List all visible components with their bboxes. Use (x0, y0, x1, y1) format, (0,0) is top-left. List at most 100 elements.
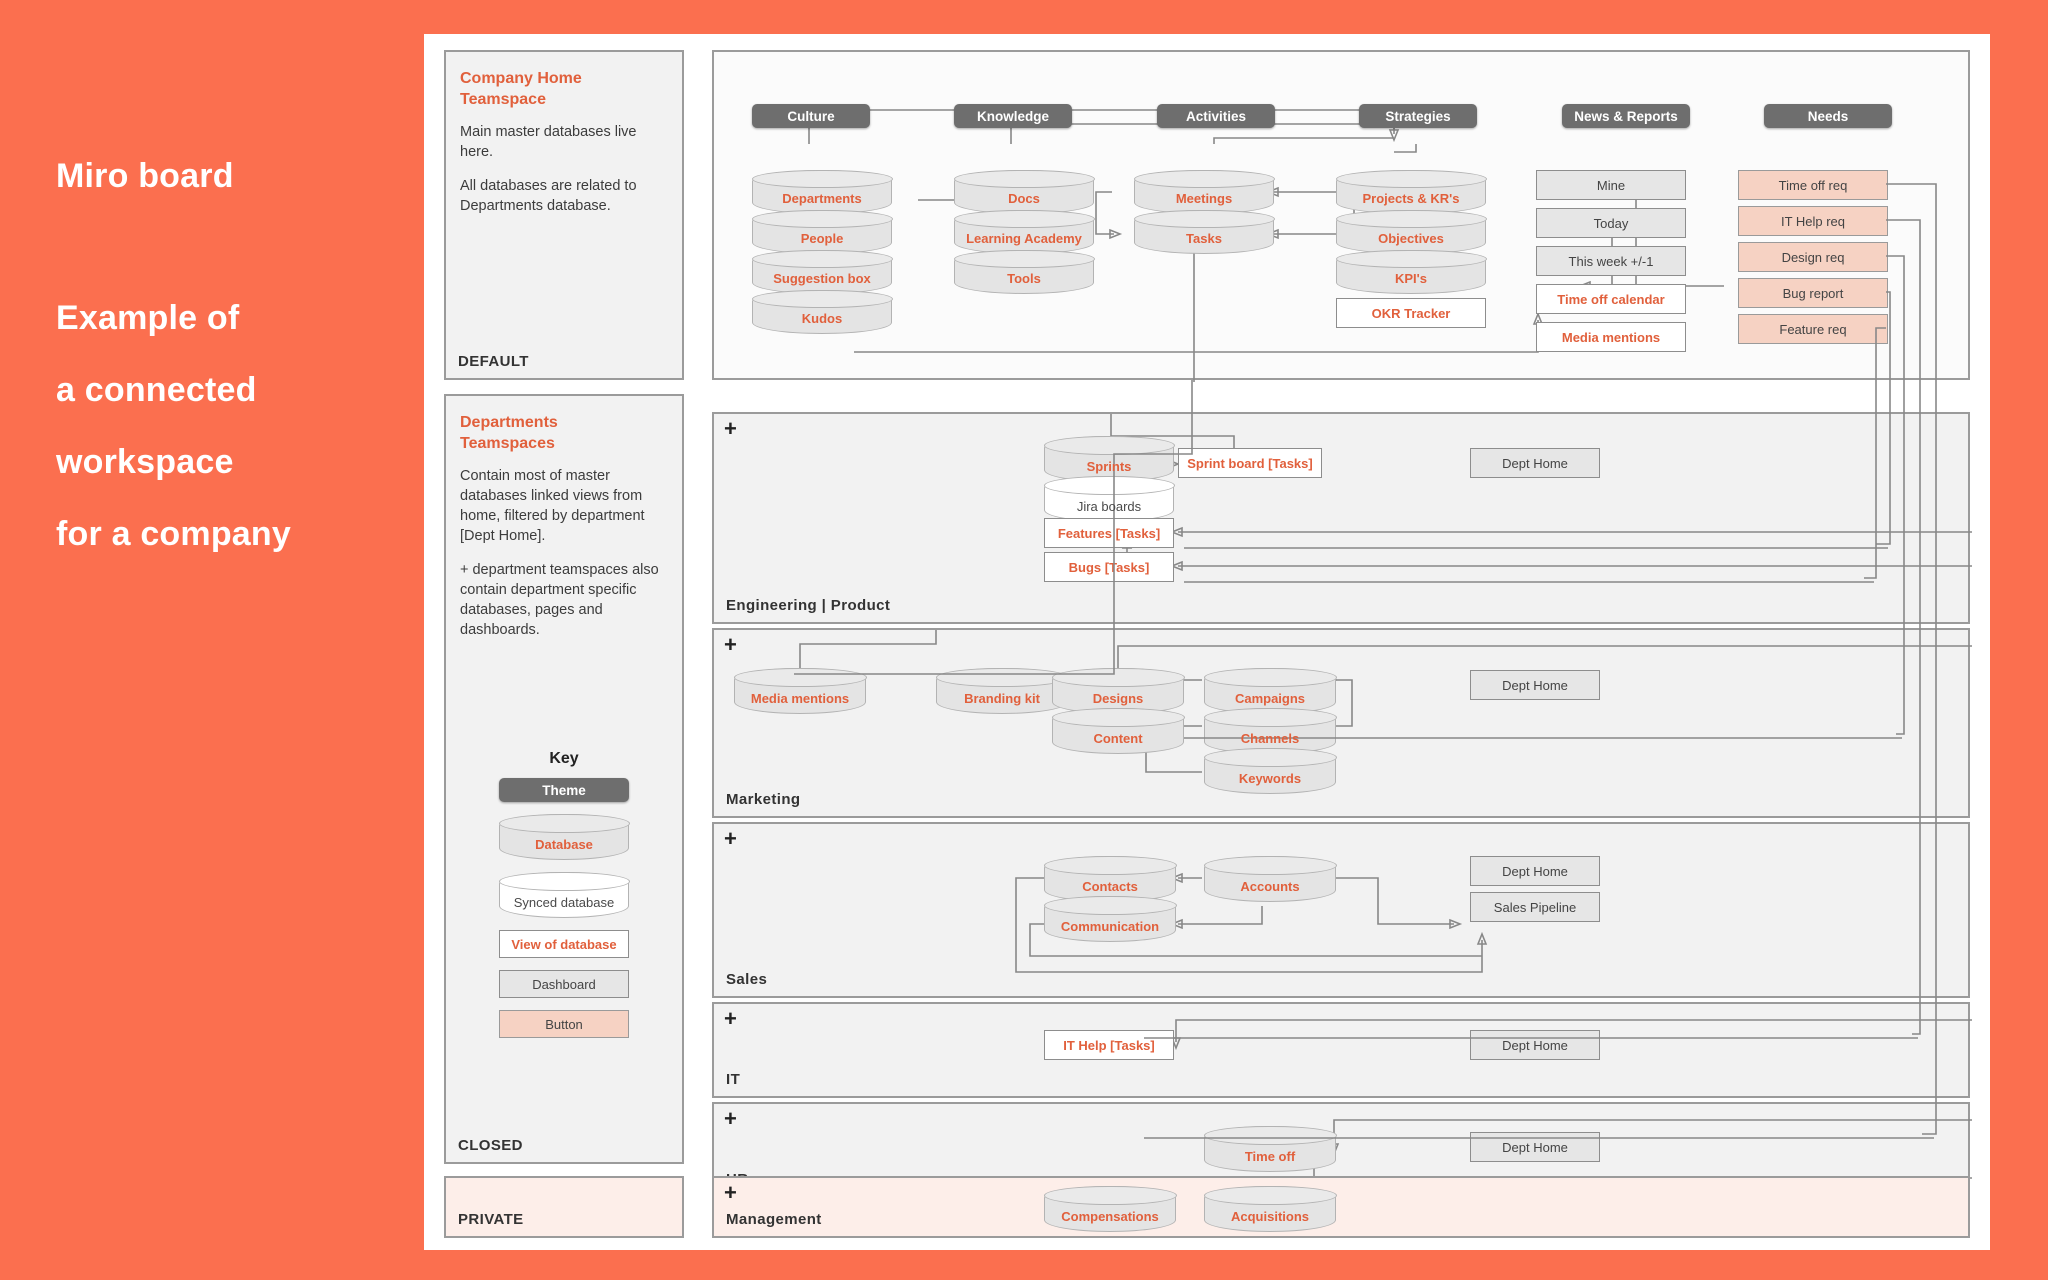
intro-line-2: Example of (56, 299, 240, 337)
dashboard-dept-home-engineering[interactable]: Dept Home (1470, 448, 1600, 478)
dashboard-dept-home-hr[interactable]: Dept Home (1470, 1132, 1600, 1162)
lane-it: + IT IT Help [Tasks] Dept Home (712, 1002, 1972, 1098)
dashboard-today[interactable]: Today (1536, 208, 1686, 238)
db-kpis[interactable]: KPI's (1335, 249, 1487, 294)
db-communication[interactable]: Communication (1043, 895, 1177, 942)
db-time-off[interactable]: Time off (1203, 1125, 1337, 1172)
key-dashboard-swatch: Dashboard (499, 970, 629, 998)
db-objectives[interactable]: Objectives (1335, 209, 1487, 254)
lane-plus-sales[interactable]: + (724, 826, 737, 851)
button-it-help-req[interactable]: IT Help req (1738, 206, 1888, 236)
company-home-board: Culture Knowledge Activities Strategies … (712, 50, 1970, 382)
private-footer: PRIVATE (458, 1211, 524, 1228)
key-synced-database-swatch: Synced database (498, 871, 630, 918)
departments-footer: CLOSED (458, 1137, 523, 1154)
db-meetings[interactable]: Meetings (1133, 169, 1275, 214)
intro-line-5: for a company (56, 515, 291, 553)
view-time-off-calendar[interactable]: Time off calendar (1536, 284, 1686, 314)
key-button-swatch: Button (499, 1010, 629, 1038)
lane-label-engineering: Engineering | Product (726, 597, 891, 614)
db-jira-boards[interactable]: Jira boards (1043, 475, 1175, 522)
view-it-help-tasks[interactable]: IT Help [Tasks] (1044, 1030, 1174, 1060)
view-bugs-tasks[interactable]: Bugs [Tasks] (1044, 552, 1174, 582)
db-tasks[interactable]: Tasks (1133, 209, 1275, 254)
key-theme-swatch: Theme (499, 778, 629, 802)
db-docs[interactable]: Docs (953, 169, 1095, 214)
lane-plus-hr[interactable]: + (724, 1106, 737, 1131)
lane-sales: + Sales Contacts Communication Accounts … (712, 822, 1970, 998)
db-acquisitions[interactable]: Acquisitions (1203, 1185, 1337, 1232)
theme-knowledge[interactable]: Knowledge (954, 104, 1072, 128)
db-channels[interactable]: Channels (1203, 707, 1337, 754)
lane-plus-marketing[interactable]: + (724, 632, 737, 657)
key-row-view: View of database (460, 930, 668, 958)
key-row-dashboard: Dashboard (460, 970, 668, 998)
db-tools[interactable]: Tools (953, 249, 1095, 294)
view-features-tasks[interactable]: Features [Tasks] (1044, 518, 1174, 548)
db-accounts[interactable]: Accounts (1203, 855, 1337, 902)
theme-culture[interactable]: Culture (752, 104, 870, 128)
theme-needs[interactable]: Needs (1764, 104, 1892, 128)
dashboard-sales-pipeline[interactable]: Sales Pipeline (1470, 892, 1600, 922)
sales-wires (1015, 872, 1488, 973)
lane-label-marketing: Marketing (726, 791, 801, 808)
db-departments[interactable]: Departments (751, 169, 893, 214)
db-compensations[interactable]: Compensations (1043, 1185, 1177, 1232)
key-row-synced: Synced database (460, 871, 668, 918)
db-learning-academy[interactable]: Learning Academy (953, 209, 1095, 254)
db-projects-krs[interactable]: Projects & KR's (1335, 169, 1487, 214)
key-view-of-database-swatch: View of database (499, 930, 629, 958)
private-card[interactable]: PRIVATE (444, 1176, 684, 1238)
key-row-database: Database (460, 813, 668, 860)
departments-p1: Contain most of master databases linked … (460, 468, 645, 544)
key-row-button: Button (460, 1010, 668, 1038)
button-design-req[interactable]: Design req (1738, 242, 1888, 272)
button-bug-report[interactable]: Bug report (1738, 278, 1888, 308)
view-okr-tracker[interactable]: OKR Tracker (1336, 298, 1486, 328)
db-contacts[interactable]: Contacts (1043, 855, 1177, 902)
intro-line-3: a connected (56, 371, 257, 409)
dashboard-dept-home-marketing[interactable]: Dept Home (1470, 670, 1600, 700)
lane-label-it: IT (726, 1071, 741, 1088)
db-people[interactable]: People (751, 209, 893, 254)
key-title: Key (549, 750, 579, 767)
theme-strategies[interactable]: Strategies (1359, 104, 1477, 128)
theme-activities[interactable]: Activities (1157, 104, 1275, 128)
dashboard-this-week[interactable]: This week +/-1 (1536, 246, 1686, 276)
view-media-mentions[interactable]: Media mentions (1536, 322, 1686, 352)
db-branding-kit[interactable]: Branding kit (935, 667, 1069, 714)
engineering-wires (1110, 414, 1972, 572)
db-content[interactable]: Content (1051, 707, 1185, 754)
lane-label-management: Management (726, 1211, 822, 1228)
button-feature-req[interactable]: Feature req (1738, 314, 1888, 344)
dashboard-mine[interactable]: Mine (1536, 170, 1686, 200)
db-designs[interactable]: Designs (1051, 667, 1185, 714)
lane-engineering-product: + Engineering | Product Sprints Jira boa… (712, 412, 1972, 624)
lane-plus-engineering[interactable]: + (724, 416, 737, 441)
db-suggestion-box[interactable]: Suggestion box (751, 249, 893, 294)
company-home-p2: All databases are related to Departments… (460, 178, 637, 214)
dashboard-dept-home-sales[interactable]: Dept Home (1470, 856, 1600, 886)
company-home-footer: DEFAULT (458, 353, 529, 370)
lane-label-sales: Sales (726, 971, 768, 988)
theme-news-reports[interactable]: News & Reports (1562, 104, 1690, 128)
lane-plus-management[interactable]: + (724, 1180, 737, 1205)
key-legend: Key Theme Database Synced database (460, 744, 668, 1050)
lane-plus-it[interactable]: + (724, 1006, 737, 1031)
view-sprint-board[interactable]: Sprint board [Tasks] (1178, 448, 1322, 478)
dashboard-dept-home-it[interactable]: Dept Home (1470, 1030, 1600, 1060)
db-campaigns[interactable]: Campaigns (1203, 667, 1337, 714)
intro-line-1: Miro board (56, 157, 234, 195)
db-media-mentions-marketing[interactable]: Media mentions (733, 667, 867, 714)
db-keywords[interactable]: Keywords (1203, 747, 1337, 794)
button-time-off-req[interactable]: Time off req (1738, 170, 1888, 200)
departments-p2: + department teamspaces also contain dep… (460, 562, 659, 638)
db-kudos[interactable]: Kudos (751, 289, 893, 334)
